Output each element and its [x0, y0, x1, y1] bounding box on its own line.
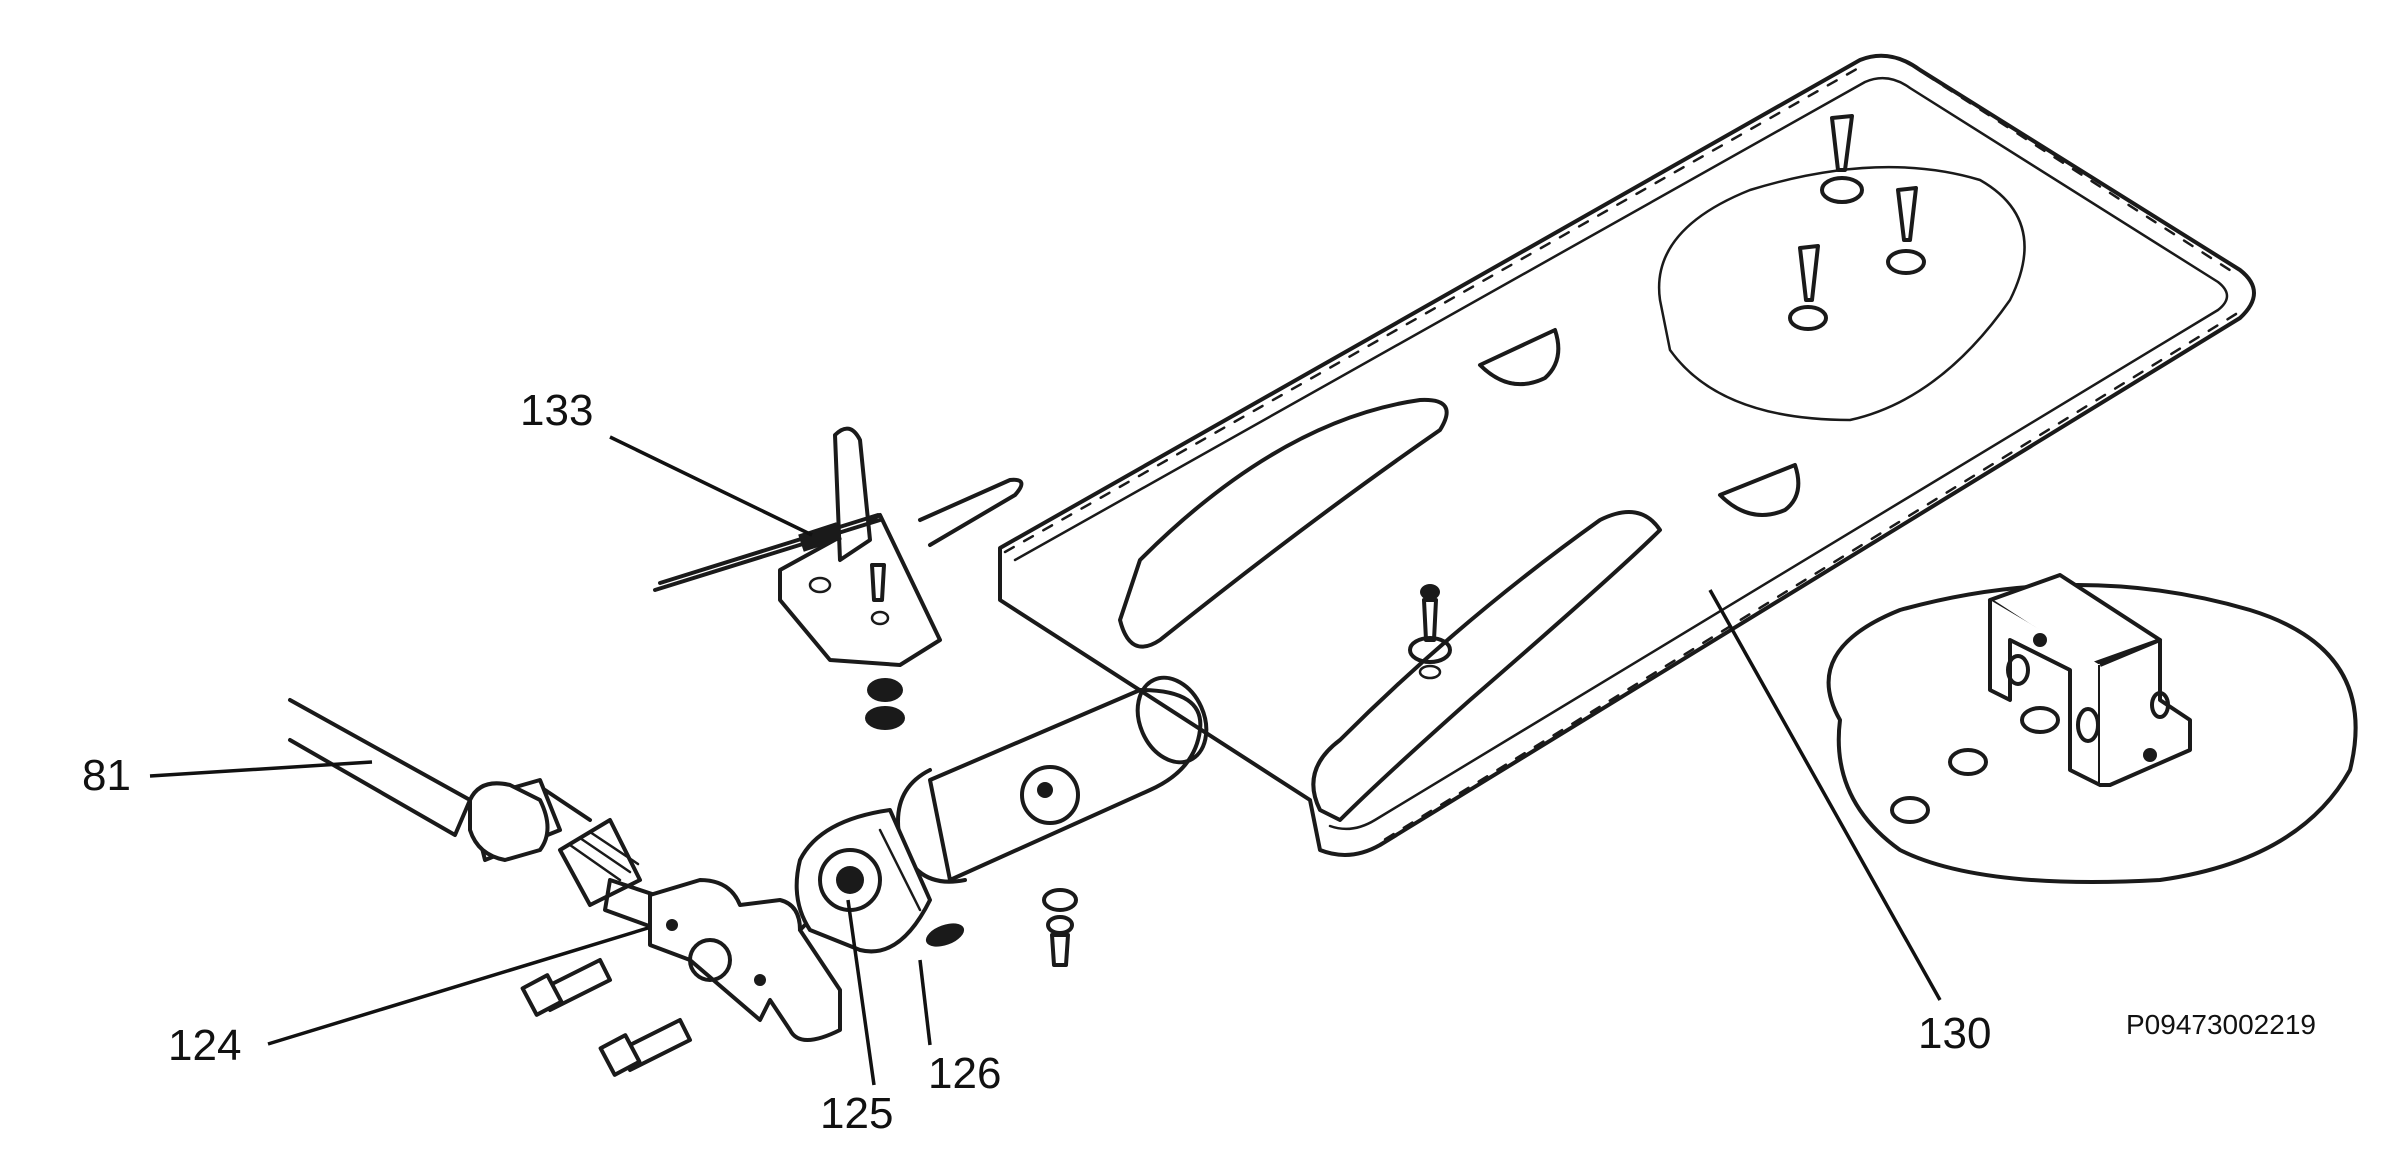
igniter-bracket: [653, 426, 1024, 730]
heating-element-plate: [998, 53, 2256, 857]
label-133: 133: [520, 386, 593, 435]
center-screw: [1408, 584, 1452, 680]
leader-133: [609, 435, 813, 537]
leader-130: [1708, 589, 1942, 1001]
leader-126: [918, 959, 932, 1046]
bolt: [520, 958, 612, 1017]
mounting-screw: [1788, 244, 1828, 331]
label-124: 124: [168, 1021, 241, 1070]
label-81: 81: [82, 751, 131, 800]
leader-81: [149, 760, 373, 778]
hinge-bracket: [1988, 573, 2192, 787]
leader-lines: [149, 435, 1942, 1086]
bolt: [598, 1018, 692, 1077]
label-125: 125: [820, 1089, 893, 1138]
drawing-code: P09473002219: [2126, 1009, 2316, 1040]
mounting-screw: [1886, 186, 1926, 275]
detail-inset: [1826, 573, 2358, 884]
nozzle-assembly: [794, 808, 1078, 967]
threaded-fitting: [558, 818, 642, 907]
gas-pipe: [288, 698, 672, 932]
mounting-screw: [1820, 114, 1864, 204]
label-130: 130: [1918, 1009, 1991, 1058]
burner-tube: [896, 675, 1209, 884]
leader-125: [846, 899, 876, 1086]
leader-124: [267, 926, 649, 1046]
label-126: 126: [928, 1049, 1001, 1098]
